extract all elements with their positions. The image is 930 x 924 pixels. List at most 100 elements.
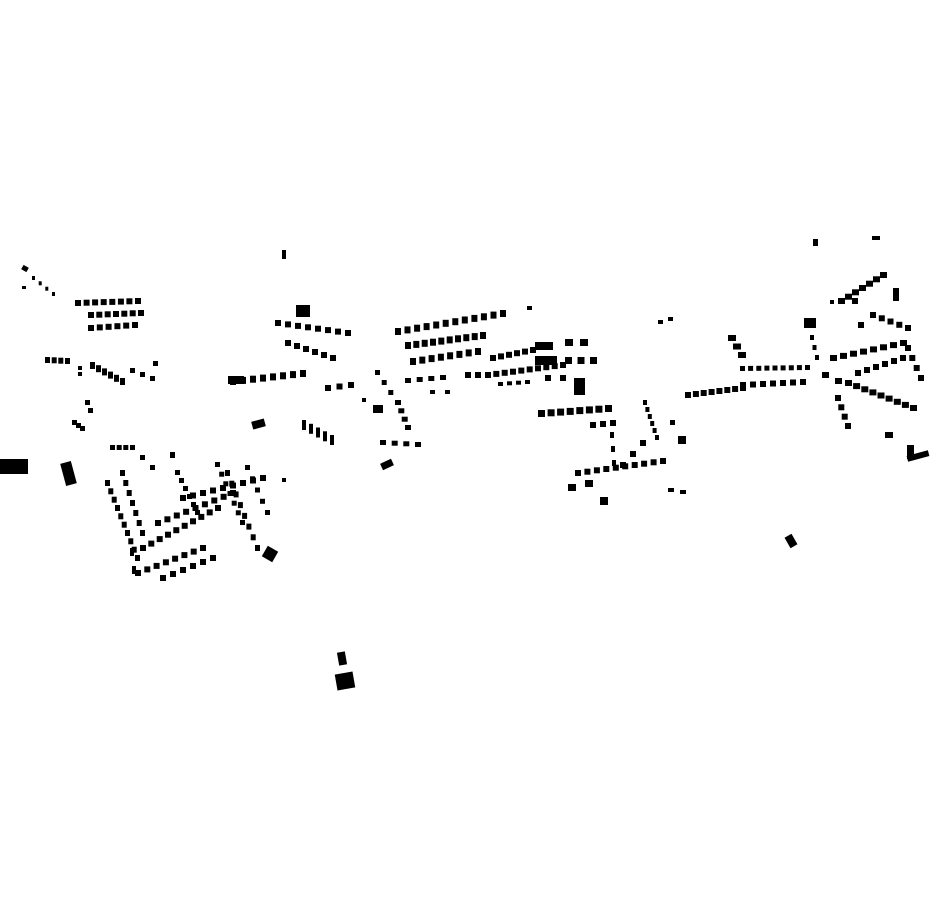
building-footprint <box>565 339 573 346</box>
building-footprint <box>507 381 512 386</box>
building-footprint <box>525 380 530 384</box>
building-footprint <box>750 381 756 388</box>
building-footprint <box>121 521 127 528</box>
building-footprint <box>526 366 533 373</box>
building-footprint <box>117 298 124 305</box>
building-footprint <box>465 372 471 378</box>
building-footprint <box>250 534 256 541</box>
building-footprint <box>490 311 497 319</box>
building-footprint <box>877 392 885 399</box>
building-footprint <box>88 408 93 413</box>
building-footprint <box>845 293 852 300</box>
building-footprint <box>395 328 401 335</box>
building-footprint <box>45 286 49 291</box>
building-footprint <box>880 272 887 278</box>
building-footprint <box>246 523 252 530</box>
building-footprint <box>514 350 520 357</box>
building-footprint <box>111 496 117 503</box>
building-footprint <box>864 367 870 373</box>
building-footprint <box>78 366 82 370</box>
building-footprint <box>240 480 246 486</box>
building-footprint <box>510 368 516 375</box>
building-footprint <box>270 373 276 381</box>
building-footprint <box>58 357 64 364</box>
building-footprint <box>395 400 401 405</box>
building-footprint <box>21 264 29 273</box>
building-footprint <box>105 323 112 330</box>
building-footprint <box>336 651 348 666</box>
building-footprint <box>173 512 180 519</box>
building-footprint <box>206 509 213 516</box>
building-footprint <box>861 386 869 393</box>
building-footprint <box>740 382 746 388</box>
building-footprint <box>225 470 230 476</box>
building-footprint <box>764 365 770 371</box>
building-footprint <box>261 545 279 563</box>
building-footprint <box>893 288 899 301</box>
building-footprint <box>641 460 648 467</box>
building-footprint <box>498 353 504 360</box>
building-footprint <box>375 370 380 375</box>
building-footprint <box>480 332 486 339</box>
building-footprint <box>413 340 420 348</box>
building-footprint <box>296 305 310 317</box>
building-footprint <box>535 365 541 372</box>
building-footprint <box>568 484 576 491</box>
building-footprint <box>282 478 286 482</box>
building-footprint <box>237 502 243 509</box>
building-footprint <box>121 310 128 317</box>
building-footprint <box>165 531 171 538</box>
building-footprint <box>113 311 119 317</box>
building-footprint <box>748 365 754 371</box>
building-footprint <box>845 380 852 386</box>
building-footprint <box>144 566 151 573</box>
building-footprint <box>220 485 226 491</box>
building-footprint <box>290 371 296 379</box>
building-footprint <box>580 339 588 346</box>
building-footprint <box>305 324 311 331</box>
building-footprint <box>179 478 184 483</box>
building-footprint <box>260 498 265 504</box>
building-footprint <box>910 405 917 411</box>
building-footprint <box>643 400 647 405</box>
building-footprint <box>200 490 206 496</box>
building-footprint <box>527 306 532 310</box>
building-footprint <box>493 370 500 377</box>
building-footprint <box>330 435 334 445</box>
building-footprint <box>445 390 450 394</box>
building-footprint <box>116 445 122 450</box>
building-footprint <box>285 321 291 328</box>
building-footprint <box>428 355 435 363</box>
building-footprint <box>200 559 206 565</box>
building-footprint <box>485 372 491 378</box>
building-footprint <box>133 510 139 516</box>
building-footprint <box>800 379 806 385</box>
building-footprint <box>373 405 383 413</box>
building-footprint <box>830 355 837 361</box>
building-footprint <box>545 375 551 381</box>
building-footprint <box>788 365 794 371</box>
building-footprint <box>574 378 585 395</box>
building-footprint <box>577 357 585 364</box>
building-footprint <box>660 458 666 464</box>
building-footprint <box>104 311 111 318</box>
building-footprint <box>172 555 179 562</box>
building-footprint <box>463 334 470 342</box>
building-footprint <box>245 465 250 470</box>
building-footprint <box>724 387 731 393</box>
building-footprint <box>105 480 110 486</box>
building-footprint <box>891 358 897 364</box>
building-footprint <box>812 345 817 350</box>
building-footprint <box>85 400 90 405</box>
building-footprint <box>437 353 444 361</box>
building-footprint <box>380 440 386 445</box>
building-footprint <box>321 352 327 358</box>
building-footprint <box>388 390 394 395</box>
building-footprint <box>83 299 90 306</box>
building-footprint <box>732 386 739 392</box>
building-footprint <box>668 488 674 492</box>
building-footprint <box>692 391 699 397</box>
building-footprint <box>584 468 591 475</box>
building-footprint <box>835 378 842 384</box>
